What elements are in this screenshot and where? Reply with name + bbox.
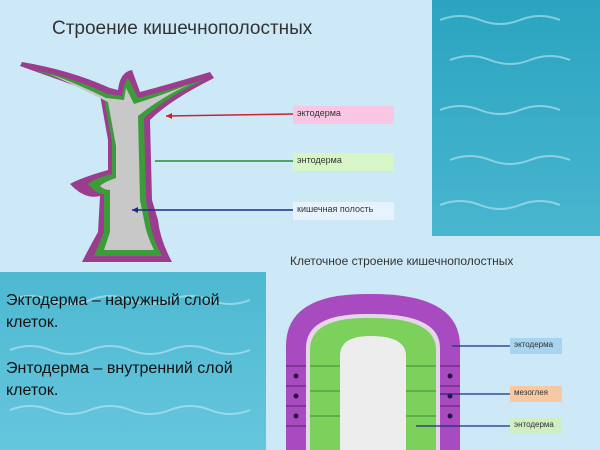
endoderm-label: энтодерма <box>293 153 394 171</box>
ectoderm-definition: Эктодерма – наружный слой клеток. <box>6 292 220 331</box>
endoderm-definition: Энтодерма – внутренний слой клеток. <box>6 360 233 399</box>
cell-diagram-title: Клеточное строение кишечнополостных <box>290 254 514 268</box>
cell-mesoglea-label: мезоглея <box>510 386 562 402</box>
cavity-label: кишечная полость <box>293 202 394 220</box>
top-diagram-panel: Строение кишечнополостных эктодерма энто… <box>0 0 432 272</box>
top-diagram-title: Строение кишечнополостных <box>52 18 313 39</box>
ectoderm-pointer-line <box>165 113 294 117</box>
ectoderm-label: эктодерма <box>293 106 394 124</box>
cell-endoderm-label: энтодерма <box>510 418 562 434</box>
gastric-cavity-shape <box>50 74 190 250</box>
cell-ectoderm-label: эктодерма <box>510 338 562 354</box>
definitions-text-area: Эктодерма – наружный слой клеток. Энтоде… <box>0 272 266 450</box>
cell-diagram-panel: Клеточное строение кишечнополостных <box>266 236 600 450</box>
hydra-illustration <box>20 62 294 262</box>
cell-cavity <box>340 336 406 450</box>
cell-structure-illustration <box>286 294 510 450</box>
